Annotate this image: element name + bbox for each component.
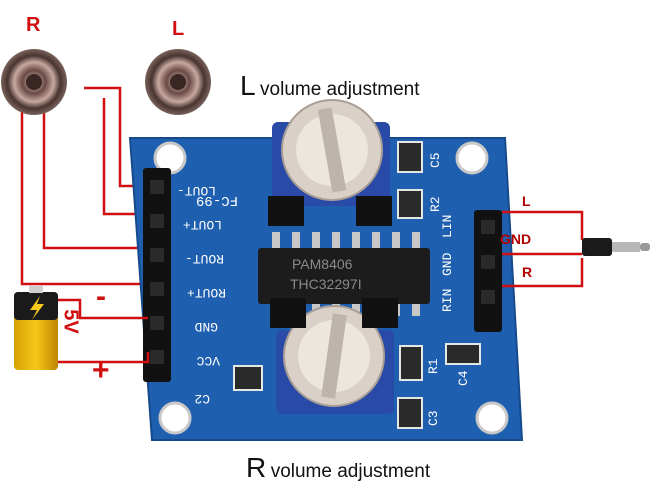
pin-label-jack-gnd: GND bbox=[440, 252, 455, 276]
pin-header-left bbox=[143, 168, 171, 382]
jack-label-l: L bbox=[522, 193, 531, 209]
component-label-c4: C4 bbox=[456, 370, 471, 386]
right-volume-potentiometer bbox=[270, 298, 398, 414]
pin-header-right bbox=[474, 210, 502, 332]
battery-plus-sign: + bbox=[92, 354, 110, 387]
right-volume-annotation: R volume adjustment bbox=[246, 452, 430, 484]
component-label-c2: C2 bbox=[194, 391, 210, 406]
right-speaker-label: R bbox=[26, 14, 41, 36]
jack-label-gnd: GND bbox=[500, 231, 532, 247]
battery-minus-sign: - bbox=[96, 280, 106, 313]
left-speaker-icon bbox=[145, 49, 211, 115]
right-volume-initial: R bbox=[246, 452, 267, 483]
left-speaker-label: L bbox=[172, 18, 185, 40]
pin-label-lout-minus: LOUT- bbox=[176, 183, 216, 198]
component-label-r2: R2 bbox=[428, 196, 443, 212]
left-volume-initial: L bbox=[240, 70, 256, 101]
audio-jack-plug bbox=[582, 238, 650, 256]
pin-label-lin: LIN bbox=[440, 214, 455, 238]
left-volume-potentiometer bbox=[268, 99, 392, 226]
left-volume-text: volume adjustment bbox=[260, 79, 420, 100]
battery-icon bbox=[14, 286, 58, 370]
right-volume-text: volume adjustment bbox=[270, 461, 431, 482]
pin-label-lout-plus: LOUT+ bbox=[182, 217, 222, 232]
pin-label-rout-plus: ROUT+ bbox=[186, 285, 226, 300]
smd-components bbox=[233, 141, 481, 429]
component-label-r1: R1 bbox=[426, 358, 441, 374]
component-label-c3: C3 bbox=[426, 410, 441, 426]
chip-label-line1: PAM8406 bbox=[292, 256, 353, 272]
chip-label-line2: THC32297I bbox=[290, 276, 362, 292]
pin-label-vcc: VCC bbox=[196, 353, 220, 368]
speaker-wires bbox=[20, 86, 148, 286]
battery-wires bbox=[58, 298, 150, 364]
audio-jack-wires bbox=[502, 210, 584, 288]
pin-label-rout-minus: ROUT- bbox=[184, 251, 224, 266]
right-speaker-icon bbox=[1, 49, 67, 115]
component-label-c5: C5 bbox=[428, 152, 443, 168]
battery-voltage-label: 5V bbox=[59, 309, 82, 334]
left-volume-annotation: L volume adjustment bbox=[240, 70, 420, 102]
jack-label-r: R bbox=[522, 264, 533, 280]
pin-label-gnd: GND bbox=[194, 319, 218, 334]
pin-label-rin: RIN bbox=[440, 288, 455, 312]
